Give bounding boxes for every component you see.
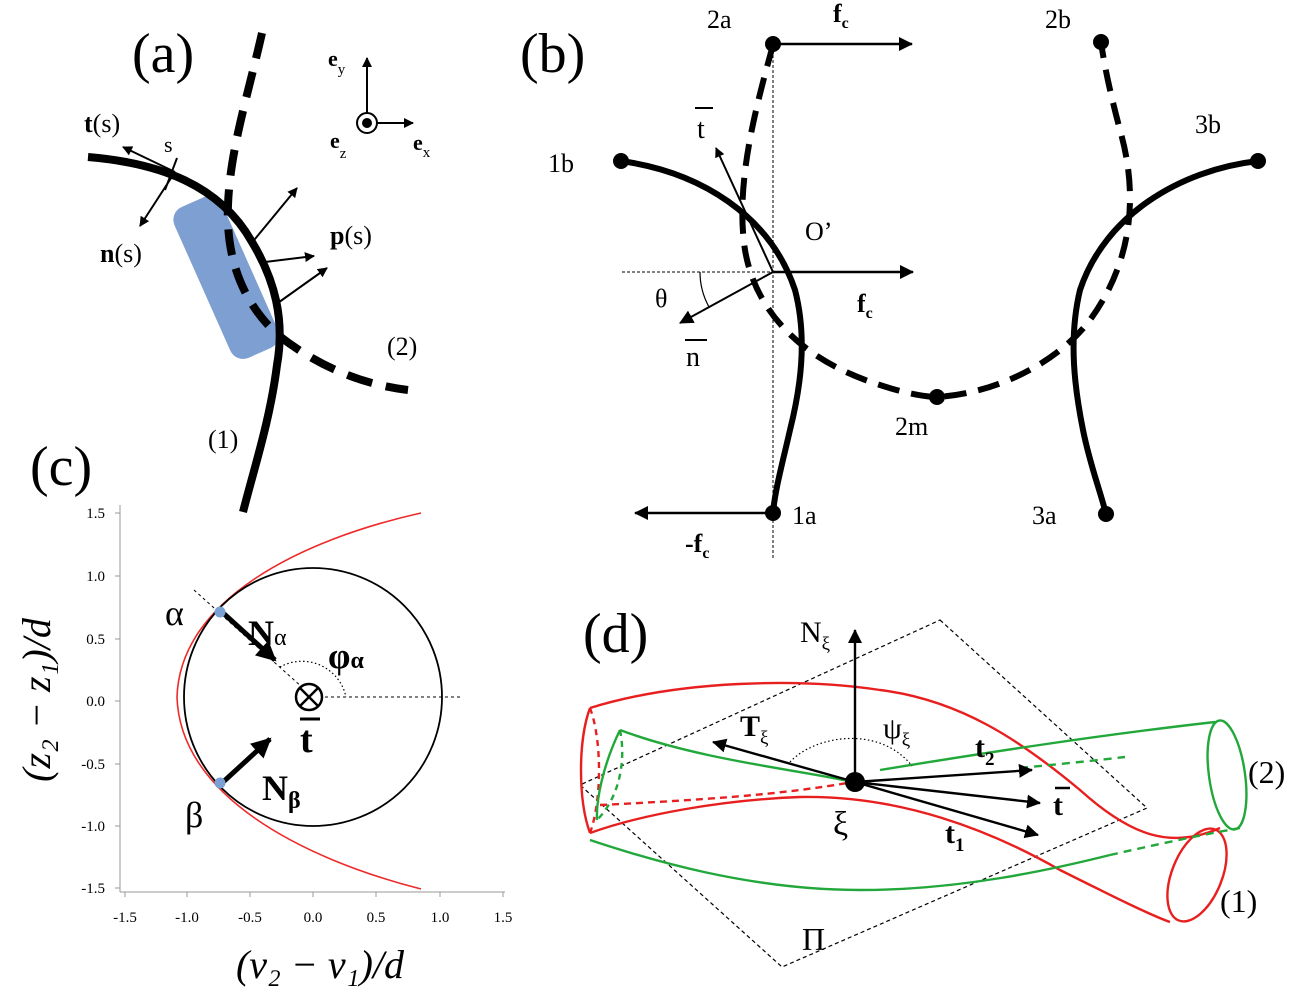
fiber-2-tube [589, 719, 1248, 892]
point-1a-label: 1a [792, 501, 817, 530]
point-3b [1250, 153, 1266, 169]
point-2m [929, 389, 945, 405]
contact-band [173, 195, 280, 359]
psi-xi-label: ψξ [883, 712, 911, 751]
fiber-1-label: (1) [1220, 883, 1257, 919]
tbar-label: t [300, 719, 313, 761]
fiber-2-label: (2) [1248, 754, 1285, 790]
theta-arc [699, 271, 710, 308]
ytick-label: -1.0 [81, 819, 105, 835]
t1-label: t1 [945, 817, 965, 856]
force-arrow-3 [274, 267, 328, 306]
psi-arc [789, 737, 913, 767]
x-axis-title: (v₂ − v₁)/d [236, 942, 405, 987]
ez-axis-dot [362, 118, 372, 128]
tbar-arrow [715, 147, 774, 273]
xtick-label: 1.0 [431, 910, 450, 926]
fiber-2-curve [739, 41, 1133, 401]
point-2b [1093, 34, 1109, 50]
tbar-arrow [854, 780, 1041, 809]
cross-stroke-2 [299, 687, 319, 707]
ytick-label: 1.0 [86, 569, 105, 585]
fiber-1-tube [579, 681, 1228, 924]
N-alpha-label: Nα [248, 613, 287, 653]
point-1b-label: 1b [548, 149, 574, 178]
xtick-label: -1.5 [113, 910, 137, 926]
y-axis-title: (z₂ − z₁)/d [14, 617, 59, 782]
point-alpha [214, 606, 226, 618]
xtick-label: 0.0 [304, 910, 323, 926]
force-arrow-1 [249, 187, 298, 246]
panel-c: (c) 1.5 1.0 0.5 0.0 -0.5 -1.0 -1.5 -1.5 … [14, 436, 512, 987]
ytick-label: 1.5 [86, 506, 105, 522]
point-3a-label: 3a [1032, 501, 1057, 530]
arclength-label: s [164, 132, 173, 157]
xtick-label: -0.5 [238, 910, 262, 926]
N-xi-label: Nξ [800, 616, 831, 655]
tangent-label: t(s) [84, 109, 120, 138]
xtick-label: 1.5 [494, 910, 513, 926]
panel-c-label: (c) [30, 436, 92, 498]
force-arrow-2 [264, 252, 315, 263]
t1-arrow [854, 780, 1039, 839]
ytick-label: -0.5 [81, 757, 105, 773]
xi-label: ξ [833, 806, 848, 843]
plane-pi [578, 619, 1149, 968]
t2-label: t2 [975, 731, 995, 770]
N-beta-arrow [220, 737, 272, 785]
fiber-1-curve [620, 158, 805, 514]
tbar-label: t [697, 114, 705, 145]
point-2b-label: 2b [1045, 5, 1071, 34]
point-2m-label: 2m [895, 412, 928, 441]
tbar-label: t [1053, 789, 1063, 822]
T-xi-arrow [712, 738, 856, 784]
theta-label: θ [655, 284, 667, 313]
force-mid-label: fc [857, 289, 873, 322]
panel-b-label: (b) [520, 23, 585, 85]
ytick-label: 0.5 [86, 632, 105, 648]
phi-alpha-label: φα [328, 636, 364, 676]
point-beta [214, 777, 226, 789]
panel-a: (a) ey ex ez t(s) s n(s) p(s) (1) (2) [84, 23, 431, 513]
force-label: p(s) [330, 221, 372, 250]
point-3b-label: 3b [1195, 110, 1221, 139]
alpha-label: α [165, 593, 184, 633]
origin-label: O’ [805, 217, 832, 246]
xtick-label: -1.0 [175, 910, 199, 926]
fiber-1-curve [87, 153, 284, 513]
panel-d: (d) Π [578, 603, 1285, 968]
panel-d-label: (d) [583, 603, 648, 665]
fiber-1-label: (1) [208, 425, 238, 454]
nbar-arrow [679, 271, 774, 324]
normal-label: n(s) [100, 239, 142, 268]
point-2a-label: 2a [707, 5, 732, 34]
ez-label: ez [330, 128, 347, 162]
point-xi [845, 772, 865, 792]
T-xi-label: Tξ [740, 710, 769, 749]
panel-b: (b) 2a 2b 1b 3b 1a 3a 2m O’ fc fc -fc [520, 0, 1266, 562]
point-3a [1098, 506, 1114, 522]
ex-label: ex [413, 130, 431, 161]
force-top-label: fc [833, 0, 849, 32]
fiber-2-label: (2) [387, 332, 417, 361]
N-alpha-arrow [220, 610, 277, 662]
beta-label: β [185, 795, 203, 835]
arclength-tick [164, 157, 178, 191]
t2-arrow [854, 763, 1033, 784]
plane-pi-label: Π [802, 921, 825, 957]
tick-marks [115, 512, 504, 897]
ey-label: ey [328, 46, 346, 78]
nbar-label: n [686, 342, 700, 373]
xtick-label: 0.5 [367, 910, 386, 926]
point-1b [613, 153, 629, 169]
parabola-curve [176, 512, 422, 890]
panel-a-label: (a) [132, 23, 194, 85]
N-beta-label: Nβ [262, 768, 301, 814]
neg-force-label: -fc [685, 529, 709, 562]
fiber-3-curve [1070, 158, 1259, 515]
tangent-arrow [122, 146, 176, 173]
ytick-label: -1.5 [81, 881, 105, 897]
fiber-2-curve [223, 32, 409, 394]
ytick-label: 0.0 [86, 694, 105, 710]
